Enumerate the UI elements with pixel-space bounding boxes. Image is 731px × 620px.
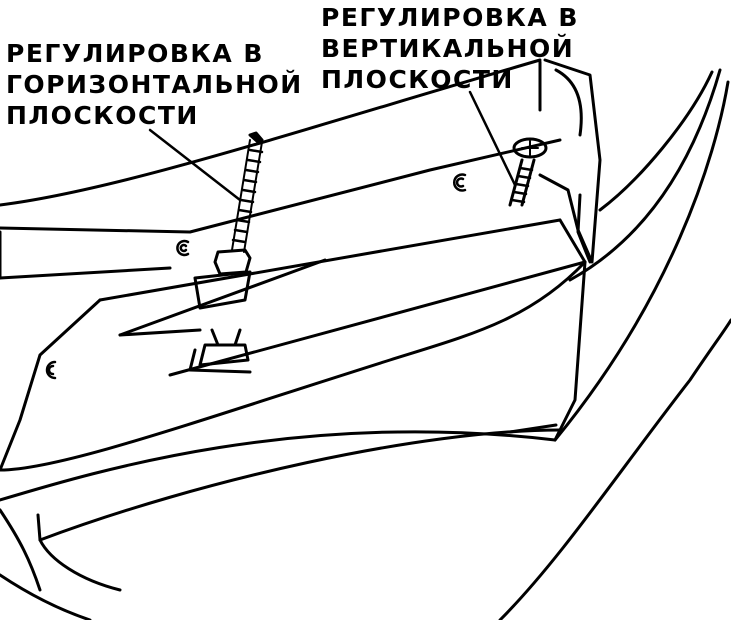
vertical-adjustment-label: РЕГУЛИРОВКА В ВЕРТИКАЛЬНОЙ ПЛОСКОСТИ bbox=[321, 2, 579, 95]
lens-outline bbox=[0, 68, 731, 620]
vertical-label-line-1: РЕГУЛИРОВКА В bbox=[321, 3, 579, 32]
vertical-label-line-3: ПЛОСКОСТИ bbox=[321, 65, 514, 94]
horizontal-label-line-1: РЕГУЛИРОВКА В bbox=[6, 39, 264, 68]
vertical-adjusting-screw bbox=[508, 137, 548, 207]
horizontal-label-line-2: ГОРИЗОНТАЛЬНОЙ bbox=[6, 70, 303, 99]
horizontal-label-line-3: ПЛОСКОСТИ bbox=[6, 101, 199, 130]
horizontal-adjustment-label: РЕГУЛИРОВКА В ГОРИЗОНТАЛЬНОЙ ПЛОСКОСТИ bbox=[6, 38, 303, 131]
headlight-housing bbox=[0, 58, 602, 472]
horizontal-adjusting-screw bbox=[188, 131, 264, 374]
leader-lines bbox=[148, 90, 517, 202]
clip-symbols bbox=[45, 173, 467, 380]
body-outline bbox=[0, 58, 562, 280]
vertical-label-line-2: ВЕРТИКАЛЬНОЙ bbox=[321, 34, 575, 63]
